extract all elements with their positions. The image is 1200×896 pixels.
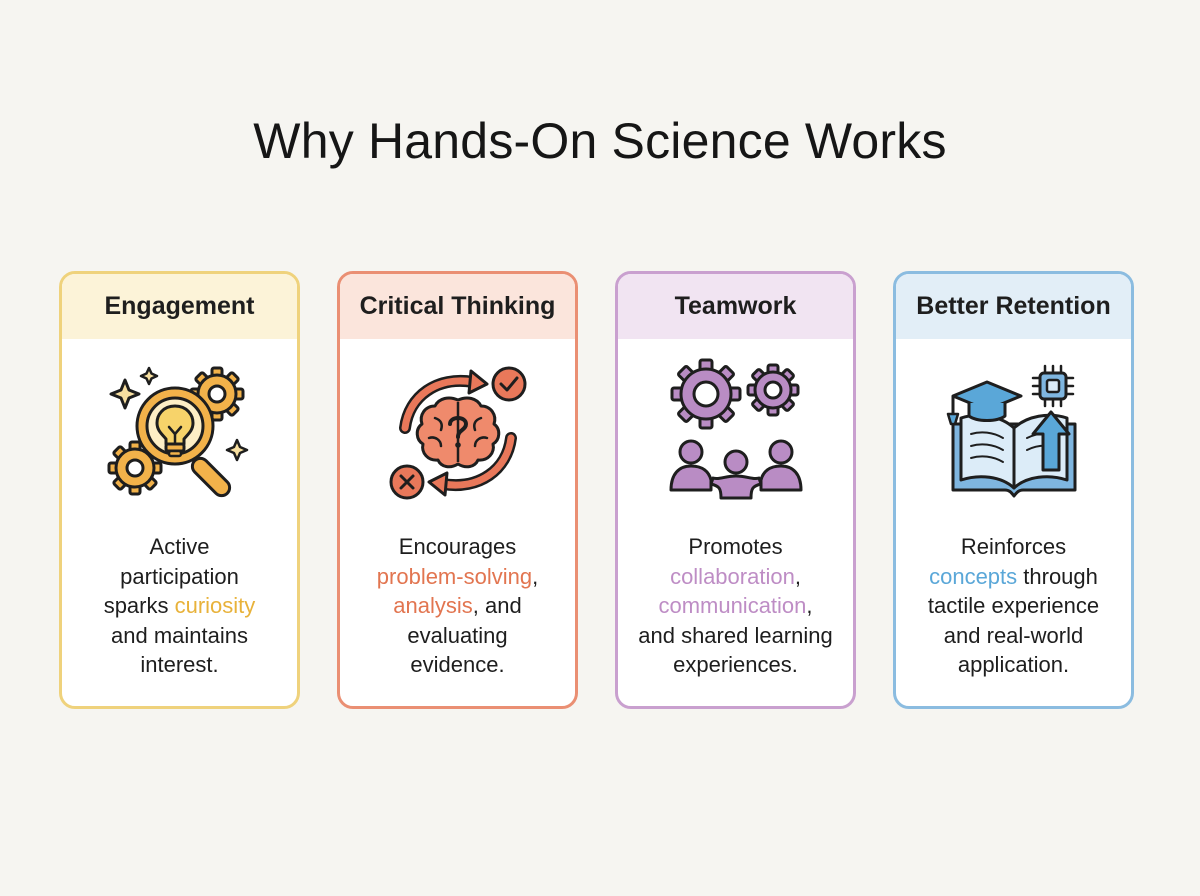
description-text: Encourages — [398, 534, 517, 559]
description-line: and shared learning — [626, 621, 845, 651]
highlighted-keyword: collaboration — [670, 563, 795, 589]
brain-cycle-icon — [389, 366, 526, 500]
description-text: , — [806, 593, 813, 618]
description-text: through — [1017, 563, 1098, 589]
description-line: and real-world — [904, 621, 1123, 651]
description-line: collaboration, — [626, 562, 845, 592]
description-line: interest. — [70, 650, 289, 680]
description-line: concepts through — [904, 562, 1123, 592]
description-text: Promotes — [688, 534, 783, 559]
card-better-retention: Better Retention — [893, 271, 1134, 709]
highlighted-keyword: curiosity — [174, 593, 256, 618]
highlighted-keyword: concepts — [929, 563, 1018, 589]
card-heading: Critical Thinking — [340, 274, 575, 339]
description-line: evaluating — [348, 621, 567, 651]
highlighted-keyword: analysis — [393, 593, 473, 618]
card-teamwork: Teamwork — [615, 271, 856, 709]
card-heading: Better Retention — [896, 274, 1131, 339]
highlighted-keyword: communication — [658, 593, 807, 618]
description-line: participation — [70, 562, 289, 592]
description-text: experiences. — [673, 652, 798, 677]
description-line: Active — [70, 532, 289, 562]
description-text: Reinforces — [960, 534, 1067, 559]
card-heading: Engagement — [62, 274, 297, 339]
description-line: problem-solving, — [348, 562, 567, 592]
description-line: Reinforces — [904, 532, 1123, 562]
description-text: sparks — [103, 593, 175, 618]
description-line: sparks curiosity — [70, 591, 289, 621]
description-text: and real-world — [943, 622, 1084, 648]
book-graduation-cap-icon — [946, 364, 1076, 498]
description-line: communication, — [626, 591, 845, 621]
page-title: Why Hands-On Science Works — [253, 113, 947, 169]
description-line: Encourages — [348, 532, 567, 562]
description-text: Active — [149, 534, 210, 559]
description-line: and maintains — [70, 621, 289, 651]
card-engagement: Engagement — [59, 271, 300, 709]
description-text: evaluating — [407, 622, 508, 648]
description-line: Promotes — [626, 532, 845, 562]
description-line: analysis, and — [348, 591, 567, 621]
description-text: application. — [957, 652, 1070, 677]
description-line: experiences. — [626, 650, 845, 680]
description-text: , — [532, 563, 539, 589]
description-line: tactile experience — [904, 591, 1123, 621]
lightbulb-magnifier-gears-icon — [107, 366, 248, 498]
description-text: tactile experience — [927, 593, 1100, 618]
gears-people-icon — [669, 358, 802, 500]
description-text: , — [794, 563, 801, 589]
description-text: participation — [120, 563, 239, 589]
highlighted-keyword: problem-solving — [376, 563, 533, 589]
description-line: application. — [904, 650, 1123, 680]
description-line: evidence. — [348, 650, 567, 680]
description-text: evidence. — [410, 652, 505, 677]
description-text: and shared learning — [638, 622, 833, 648]
description-text: , and — [472, 593, 522, 618]
description-text: interest. — [140, 652, 219, 677]
card-heading: Teamwork — [618, 274, 853, 339]
description-text: and maintains — [111, 622, 248, 648]
